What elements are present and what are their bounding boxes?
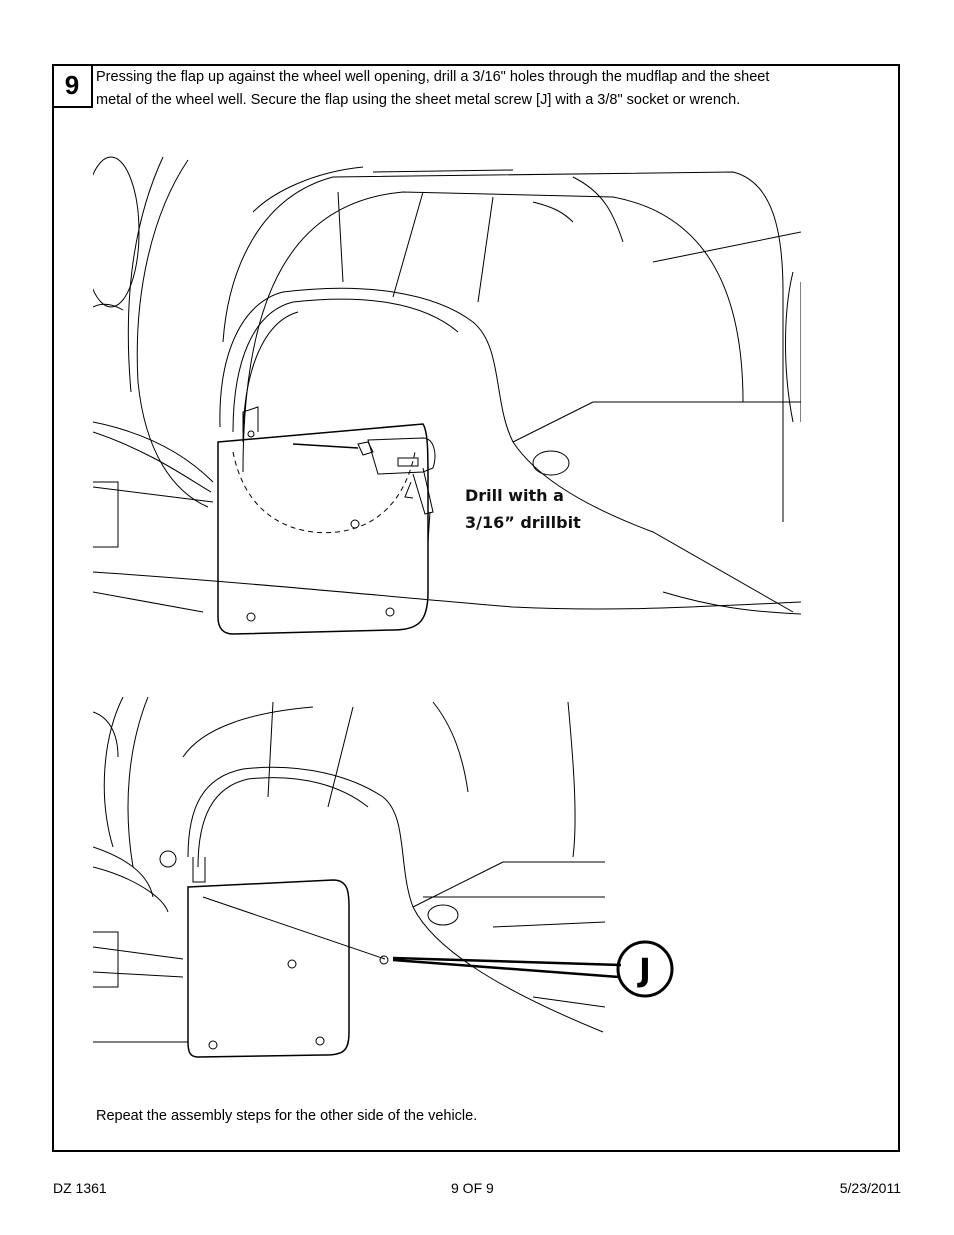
- step-frame: [52, 64, 900, 1152]
- screw-icon: [379, 955, 389, 965]
- drill-callout: Drill with a 3/16” drillbit: [465, 482, 625, 536]
- step-number: 9: [53, 65, 93, 108]
- drill-icon: [292, 437, 436, 543]
- footer-date: 5/23/2011: [839, 1180, 901, 1196]
- part-label-j: J: [637, 951, 651, 989]
- drill-callout-line1: Drill with a: [465, 486, 564, 505]
- footer-page-number: 9 OF 9: [451, 1180, 494, 1196]
- drill-illustration: [93, 156, 801, 635]
- drill-callout-line2: 3/16” drillbit: [465, 513, 581, 532]
- footer-doc-number: DZ 1361: [53, 1180, 107, 1196]
- closing-note: Repeat the assembly steps for the other …: [96, 1108, 478, 1124]
- screw-illustration: J: [93, 697, 674, 1058]
- step-instructions: Pressing the flap up against the wheel w…: [96, 69, 770, 108]
